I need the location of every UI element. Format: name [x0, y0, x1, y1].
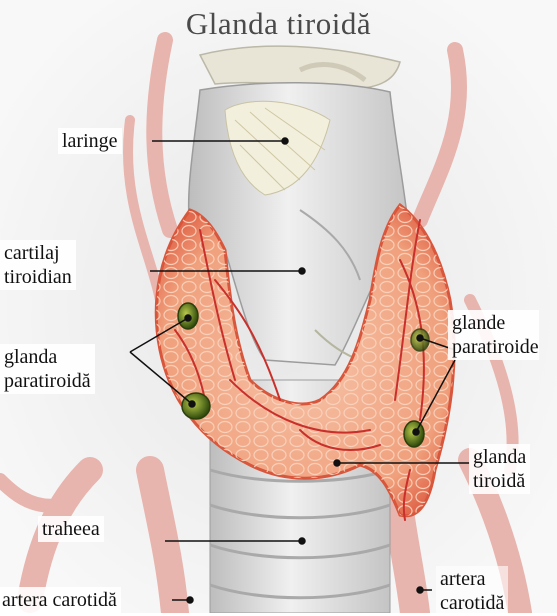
label-glanda-paratiroida: glanda paratiroidă — [0, 344, 95, 394]
label-laringe: laringe — [58, 128, 122, 154]
label-traheea: traheea — [38, 516, 104, 542]
label-glanda-tiroida-line1: glanda — [473, 445, 526, 469]
label-artera-carotida-left: artera carotidă — [0, 587, 121, 613]
label-glanda-tiroida: glanda tiroidă — [469, 444, 530, 494]
label-glande-paratiroide-line1: glande — [452, 311, 539, 335]
label-glanda-tiroida-line2: tiroidă — [473, 469, 526, 493]
label-glanda-paratiroida-line1: glanda — [4, 345, 91, 369]
label-cartilaj-line1: cartilaj — [4, 241, 72, 265]
label-artera-carotida-right: artera carotidă — [436, 566, 508, 616]
label-traheea-text: traheea — [42, 517, 100, 541]
label-cartilaj-tiroidian: cartilaj tiroidian — [0, 240, 76, 290]
label-glande-paratiroide: glande paratiroide — [448, 310, 539, 360]
label-artera-carotida-right-line2: carotidă — [440, 591, 504, 615]
label-artera-carotida-left-text: artera carotidă — [2, 588, 117, 612]
diagram-title: Glanda tiroidă — [0, 6, 557, 42]
label-glanda-paratiroida-line2: paratiroidă — [4, 369, 91, 393]
label-cartilaj-line2: tiroidian — [4, 265, 72, 289]
label-laringe-text: laringe — [62, 129, 118, 153]
label-artera-carotida-right-line1: artera — [440, 567, 504, 591]
label-glande-paratiroide-line2: paratiroide — [452, 335, 539, 359]
